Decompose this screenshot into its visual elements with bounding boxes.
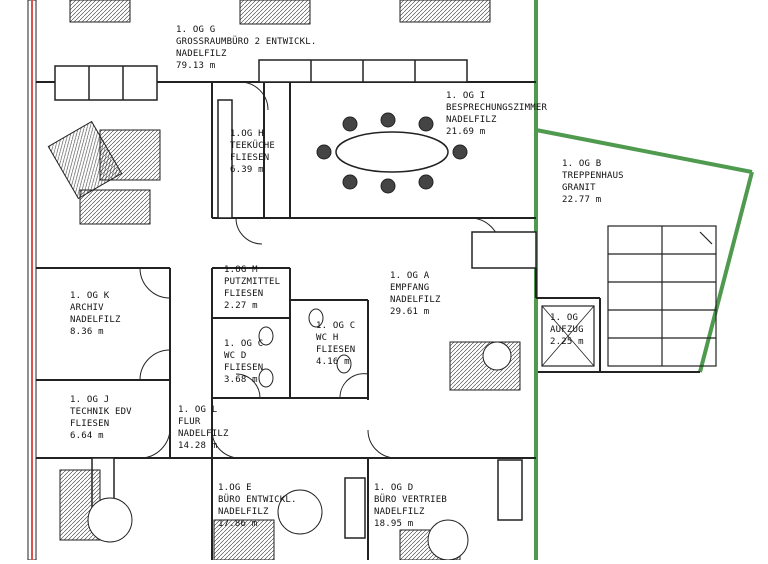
room-use: EMPFANG: [390, 283, 430, 293]
room-label-aufzug: 1. OG AUFZUG 2.25 m: [550, 312, 584, 348]
room-area: 3.68 m: [224, 375, 258, 385]
door-swings: [139, 81, 501, 459]
room-label-1og-m: 1.OG M PUTZMITTEL FLIESEN 2.27 m: [224, 264, 280, 312]
room-label-1og-h: 1.OG H TEEKÜCHE FLIESEN 6.39 m: [230, 128, 275, 176]
room-label-1og-b: 1. OG B TREPPENHAUS GRANIT 22.77 m: [562, 158, 624, 206]
room-use: GROSSRAUMBÜRO 2 ENTWICKL.: [176, 37, 317, 47]
room-name: 1. OG B: [562, 159, 602, 169]
room-name: 1. OG C: [316, 321, 356, 331]
room-floor: NADELFILZ: [374, 507, 425, 517]
room-name: 1. OG J: [70, 395, 110, 405]
room-label-1og-c-wc-d: 1. OG C WC D FLIESEN 3.68 m: [224, 338, 263, 386]
room-floor: FLIESEN: [224, 363, 264, 373]
room-area: 2.25 m: [550, 337, 584, 347]
room-name: 1. OG A: [390, 271, 430, 281]
room-floor: NADELFILZ: [390, 295, 441, 305]
room-use: BÜRO VERTRIEB: [374, 495, 448, 505]
room-area: 8.36 m: [70, 327, 104, 337]
room-area: 79.13 m: [176, 61, 216, 71]
room-floor: NADELFILZ: [446, 115, 497, 125]
room-use: TEEKÜCHE: [230, 141, 275, 151]
room-area: 2.27 m: [224, 301, 258, 311]
conference-table: [316, 112, 468, 194]
round-tables: [87, 341, 512, 561]
room-name: 1. OG I: [446, 91, 486, 101]
room-label-1og-e: 1.OG E BÜRO ENTWICKL. NADELFILZ 17.86 m: [218, 482, 297, 530]
elevator-cross-b: [541, 305, 595, 367]
stairs: [607, 225, 717, 367]
room-name: 1. OG L: [178, 405, 218, 415]
room-area: 6.39 m: [230, 165, 264, 175]
room-floor: NADELFILZ: [176, 49, 227, 59]
room-area: 21.69 m: [446, 127, 486, 137]
elevator-shaft: [541, 305, 595, 367]
room-floor: NADELFILZ: [178, 429, 229, 439]
room-use: TREPPENHAUS: [562, 171, 624, 181]
room-use: ARCHIV: [70, 303, 104, 313]
room-use: TECHNIK EDV: [70, 407, 132, 417]
room-name: 1. OG K: [70, 291, 110, 301]
room-floor: NADELFILZ: [70, 315, 121, 325]
room-floor: GRANIT: [562, 183, 596, 193]
room-area: 22.77 m: [562, 195, 602, 205]
room-floor: NADELFILZ: [218, 507, 269, 517]
room-label-1og-i: 1. OG I BESPRECHUNGSZIMMER NADELFILZ 21.…: [446, 90, 547, 138]
room-floor: FLIESEN: [70, 419, 110, 429]
room-name: 1. OG: [550, 313, 579, 323]
room-use: BÜRO ENTWICKL.: [218, 495, 297, 505]
workstations: [47, 0, 521, 561]
room-use: BESPRECHUNGSZIMMER: [446, 103, 548, 113]
room-area: 4.16 m: [316, 357, 350, 367]
room-name: 1. OG C: [224, 339, 264, 349]
room-area: 18.95 m: [374, 519, 414, 529]
room-area: 29.61 m: [390, 307, 430, 317]
room-use: PUTZMITTEL: [224, 277, 281, 287]
interior-walls: [36, 81, 601, 560]
cabinets: [54, 59, 537, 539]
room-name: 1. OG D: [374, 483, 414, 493]
room-area: 6.64 m: [70, 431, 104, 441]
room-area: 14.28 m: [178, 441, 218, 451]
room-floor: FLIESEN: [224, 289, 264, 299]
room-label-1og-c-wc-h: 1. OG C WC H FLIESEN 4.16 m: [316, 320, 355, 368]
room-use: WC H: [316, 333, 339, 343]
room-area: 17.86 m: [218, 519, 258, 529]
room-use: FLUR: [178, 417, 201, 427]
room-label-1og-g: 1. OG G GROSSRAUMBÜRO 2 ENTWICKL. NADELF…: [176, 24, 316, 72]
room-label-1og-k: 1. OG K ARCHIV NADELFILZ 8.36 m: [70, 290, 121, 338]
room-name: 1. OG G: [176, 25, 216, 35]
room-use: AUFZUG: [550, 325, 584, 335]
wc-fixtures: [258, 308, 352, 388]
room-name: 1.OG E: [218, 483, 252, 493]
room-use: WC D: [224, 351, 247, 361]
room-name: 1.OG M: [224, 265, 258, 275]
room-floor: FLIESEN: [230, 153, 270, 163]
room-floor: FLIESEN: [316, 345, 356, 355]
room-label-1og-j: 1. OG J TECHNIK EDV FLIESEN 6.64 m: [70, 394, 132, 442]
room-label-1og-d: 1. OG D BÜRO VERTRIEB NADELFILZ 18.95 m: [374, 482, 447, 530]
room-label-1og-a: 1. OG A EMPFANG NADELFILZ 29.61 m: [390, 270, 441, 318]
room-name: 1.OG H: [230, 129, 264, 139]
room-label-1og-l: 1. OG L FLUR NADELFILZ 14.28 m: [178, 404, 229, 452]
